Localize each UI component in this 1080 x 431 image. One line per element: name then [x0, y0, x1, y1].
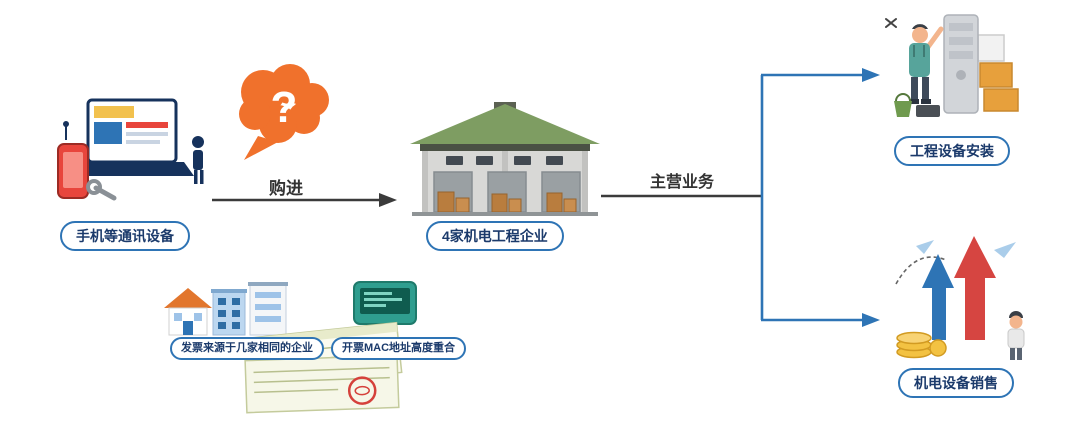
question-cloud-icon: ?	[239, 64, 329, 160]
install-label: 工程设备安装	[894, 136, 1010, 166]
warehouse-illustration	[410, 102, 600, 216]
purchase-label: 购进	[269, 179, 303, 198]
communication-devices-illustration	[57, 98, 204, 201]
companies-label: 4家机电工程企业	[426, 221, 564, 251]
equipment-sales-illustration	[895, 236, 1025, 360]
sales-label: 机电设备销售	[898, 368, 1014, 398]
invoice-source-label: 发票来源于几家相同的企业	[170, 337, 324, 360]
devices-label: 手机等通讯设备	[60, 221, 190, 251]
mac-overlap-label: 开票MAC地址高度重合	[331, 337, 467, 360]
main-business-label: 主营业务	[649, 174, 714, 191]
sales-arrow	[761, 313, 880, 327]
equipment-installation-illustration	[885, 14, 1019, 117]
install-arrow	[761, 68, 880, 82]
question-mark: ?	[271, 83, 298, 132]
